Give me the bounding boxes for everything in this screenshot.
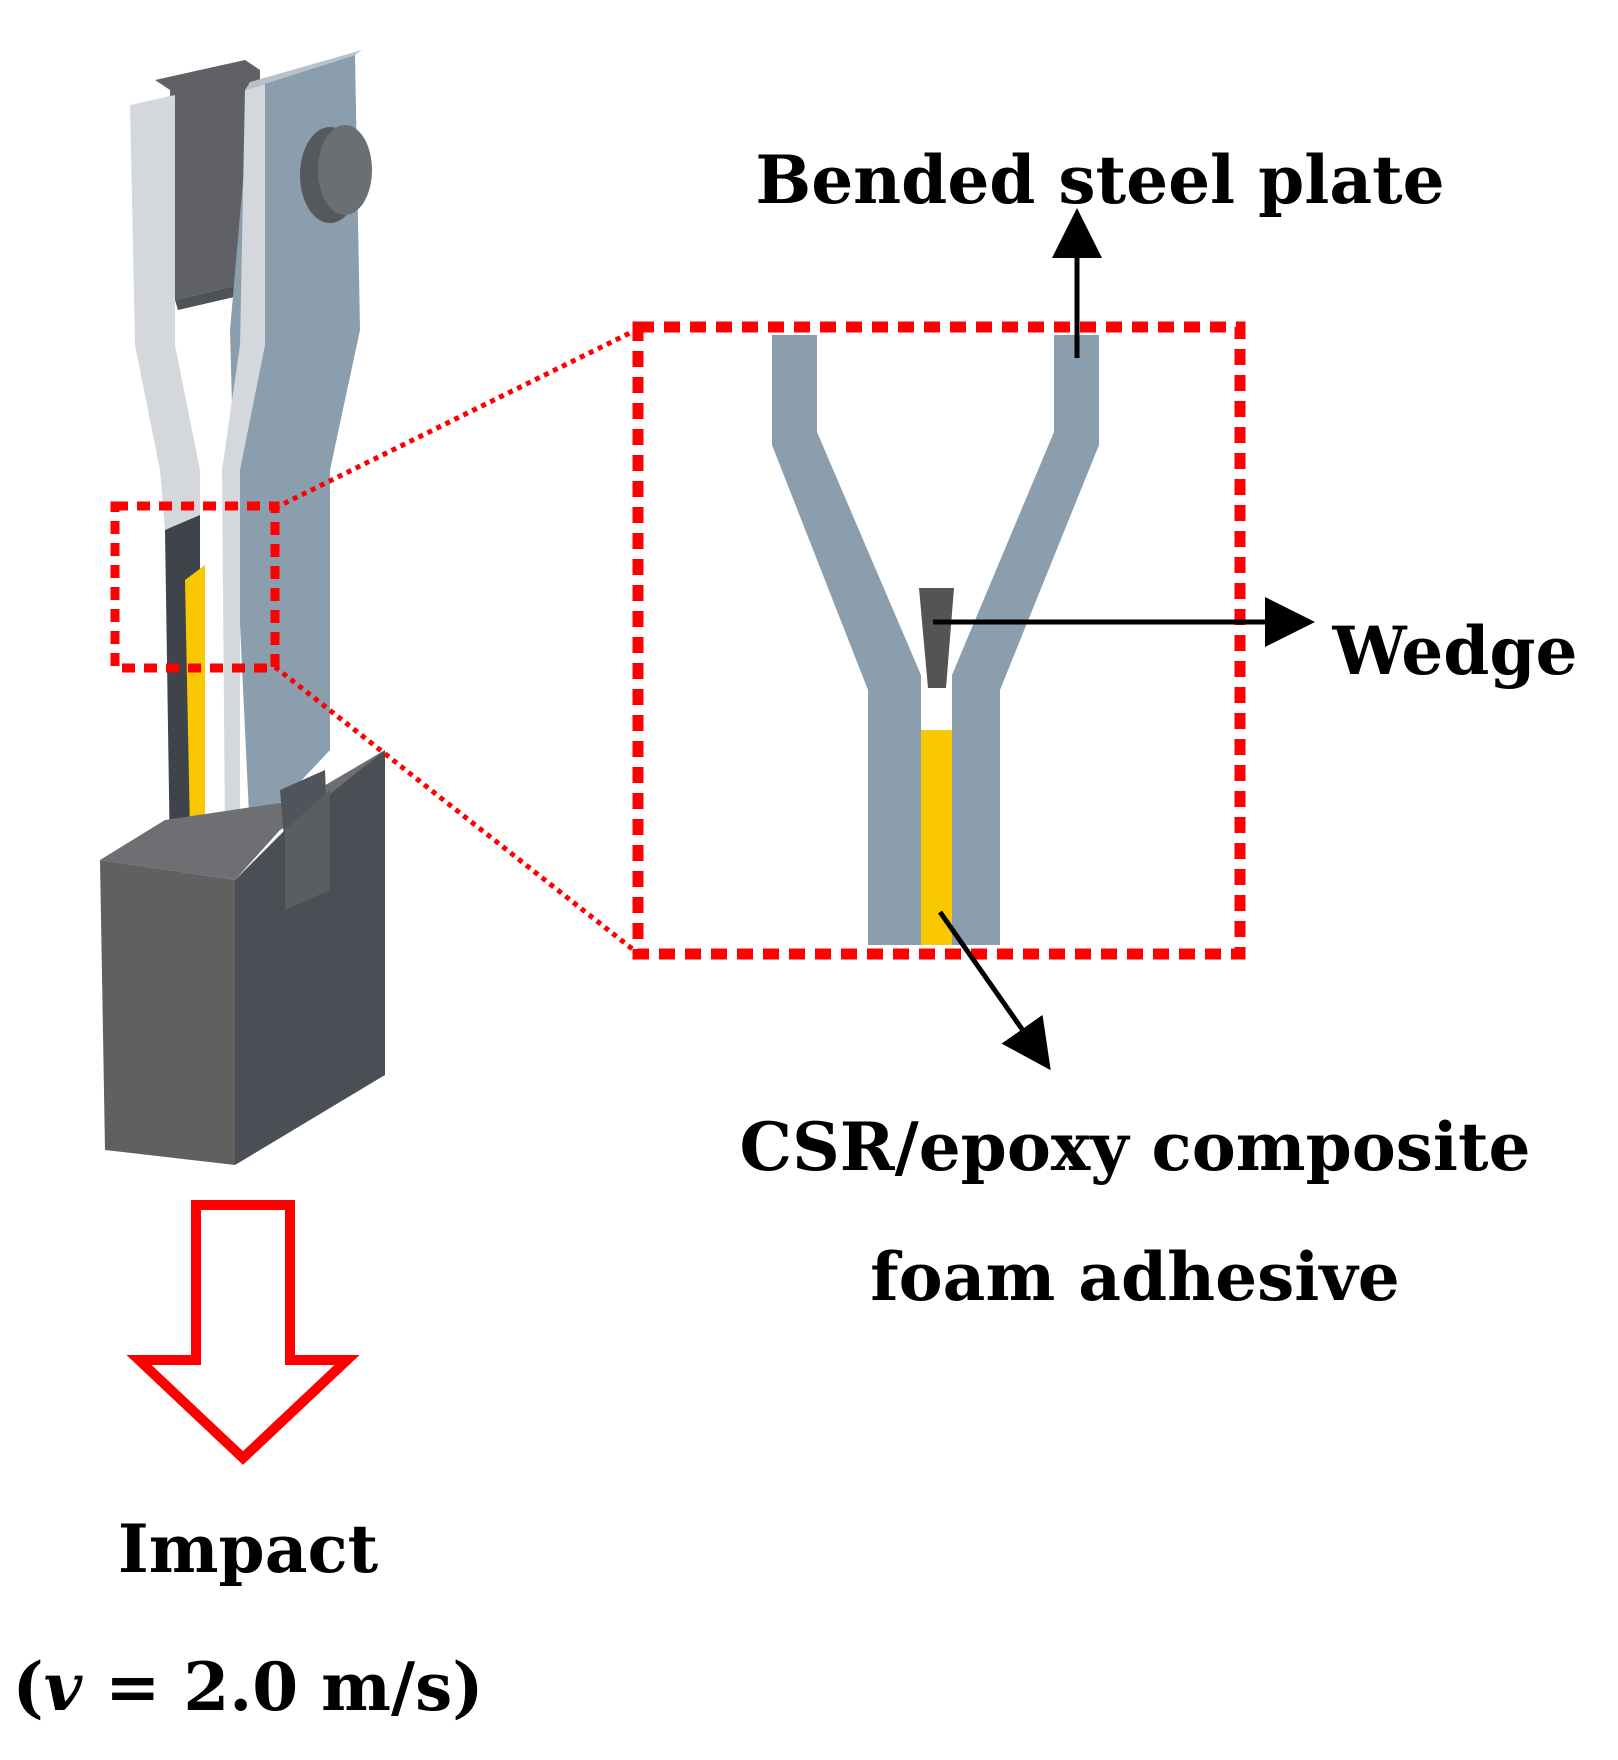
label-impact: Impact	[118, 1510, 379, 1588]
velocity-value: = 2.0 m/s)	[82, 1648, 483, 1726]
label-adhesive-line2: foam adhesive	[870, 1238, 1399, 1316]
specimen-assembly	[100, 50, 385, 1165]
label-adhesive-line1: CSR/epoxy composite	[740, 1108, 1531, 1186]
impact-arrow-icon	[126, 1200, 360, 1465]
label-bended-steel-plate: Bended steel plate	[755, 141, 1444, 219]
label-wedge: Wedge	[1331, 612, 1577, 690]
arrow-adhesive	[937, 910, 1051, 1071]
lower-fixture	[100, 750, 385, 1165]
zoom-connector-bottom	[273, 665, 642, 957]
velocity-symbol: v	[44, 1648, 83, 1726]
label-impact-velocity: (v = 2.0 m/s)	[13, 1648, 484, 1726]
upper-clevis-block	[155, 60, 260, 300]
zoom-connector-top	[273, 325, 642, 511]
zoom-source-box	[110, 501, 280, 673]
zoom-detail-box	[632, 321, 1246, 960]
pin-icon	[300, 125, 372, 223]
bended-steel-plate	[772, 335, 1099, 945]
wedge-icon	[919, 588, 954, 688]
steel-arm-right	[952, 335, 1099, 945]
adhesive-layer	[185, 565, 205, 832]
steel-plate-left-edge	[130, 95, 200, 530]
adhesive-layer-zoom	[921, 730, 952, 945]
steel-arm-left	[772, 335, 921, 945]
velocity-open-paren: (	[13, 1648, 44, 1726]
